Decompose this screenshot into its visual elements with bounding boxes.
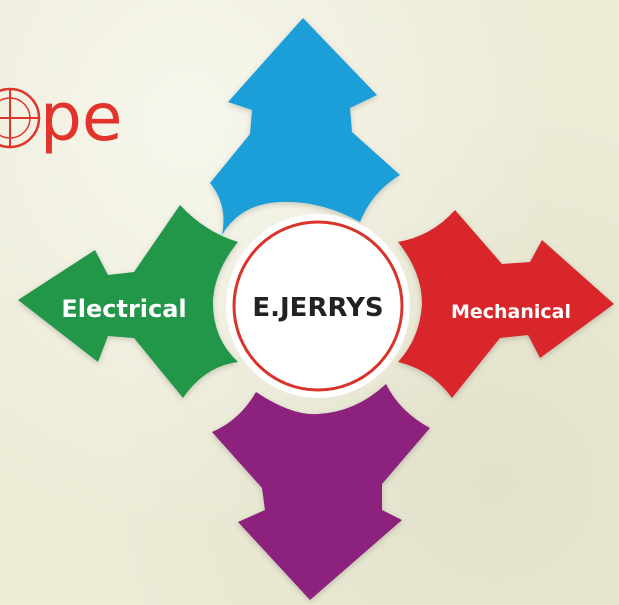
arrow-down — [212, 384, 430, 600]
arrow-right-label: Mechanical — [451, 301, 571, 323]
center-label: E.JERRYS — [252, 293, 383, 323]
arrow-left-label: Electrical — [61, 295, 186, 323]
brand-text: pe — [40, 79, 123, 156]
brand-logo: pe — [0, 79, 123, 156]
center-ring — [232, 220, 404, 392]
arrow-up — [210, 18, 400, 235]
center-node: E.JERRYS — [226, 214, 410, 398]
arrow-left — [18, 205, 238, 398]
arrow-right — [398, 210, 614, 398]
